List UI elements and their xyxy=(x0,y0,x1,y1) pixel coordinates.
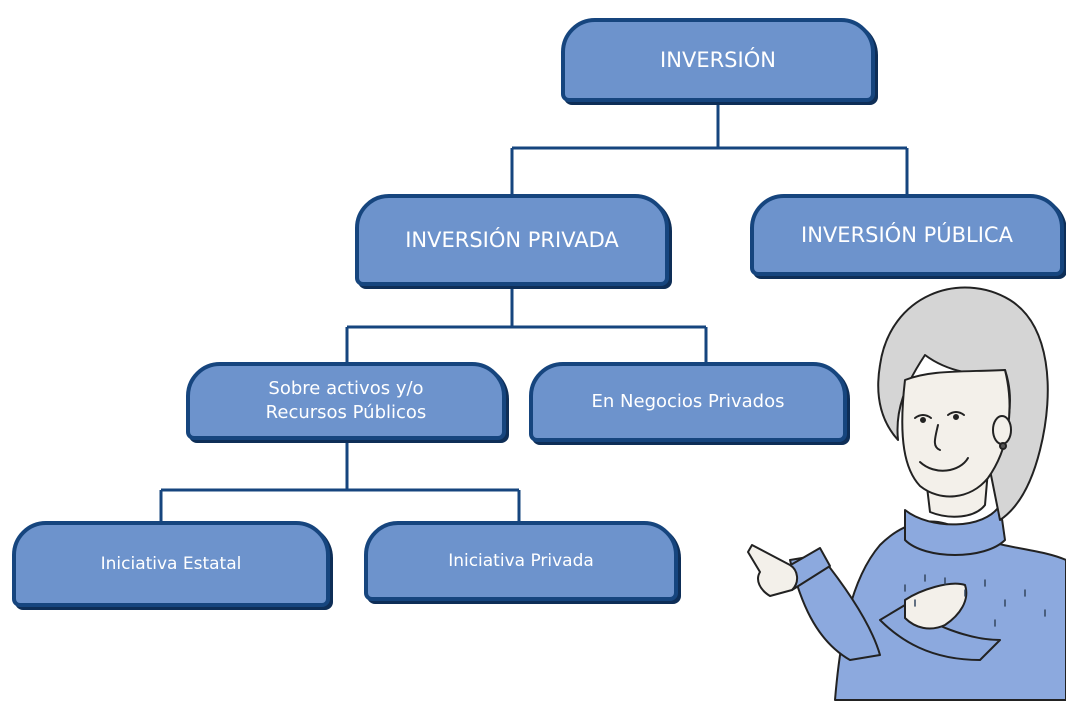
sweater-texture xyxy=(904,574,1046,627)
ear xyxy=(992,415,1012,445)
node-activos-line1: Sobre activos y/o xyxy=(268,377,424,399)
node-inversion: INVERSIÓN xyxy=(561,18,875,102)
pointing-arm xyxy=(789,554,881,661)
node-negocios-privados: En Negocios Privados xyxy=(529,362,847,442)
node-inversion-publica-label: INVERSIÓN PÚBLICA xyxy=(801,222,1013,247)
node-inversion-label: INVERSIÓN xyxy=(660,47,776,72)
connector-private xyxy=(345,285,708,364)
node-inversion-privada: INVERSIÓN PRIVADA xyxy=(355,194,669,286)
node-iniciativa-estatal-label: Iniciativa Estatal xyxy=(100,553,242,574)
turtleneck xyxy=(904,504,1006,556)
eye-right xyxy=(947,411,965,416)
node-activos-recursos-publicos: Sobre activos y/o Recursos Públicos xyxy=(186,362,506,440)
pointing-hand xyxy=(747,544,798,597)
node-activos-line2: Recursos Públicos xyxy=(265,402,427,423)
connector-public-assets xyxy=(159,437,521,523)
node-iniciativa-estatal: Iniciativa Estatal xyxy=(12,521,330,607)
eye-left xyxy=(914,414,932,419)
face xyxy=(901,369,1011,498)
node-inversion-privada-label: INVERSIÓN PRIVADA xyxy=(405,227,619,252)
node-iniciativa-privada-label: Iniciativa Privada xyxy=(448,550,594,571)
connector-root xyxy=(510,100,909,196)
nose xyxy=(933,424,941,451)
node-inversion-publica: INVERSIÓN PÚBLICA xyxy=(750,194,1064,276)
earring xyxy=(999,442,1007,450)
resting-hand xyxy=(904,582,968,630)
node-iniciativa-privada: Iniciativa Privada xyxy=(364,521,678,601)
smile xyxy=(919,457,969,472)
node-negocios-privados-label: En Negocios Privados xyxy=(591,390,785,412)
